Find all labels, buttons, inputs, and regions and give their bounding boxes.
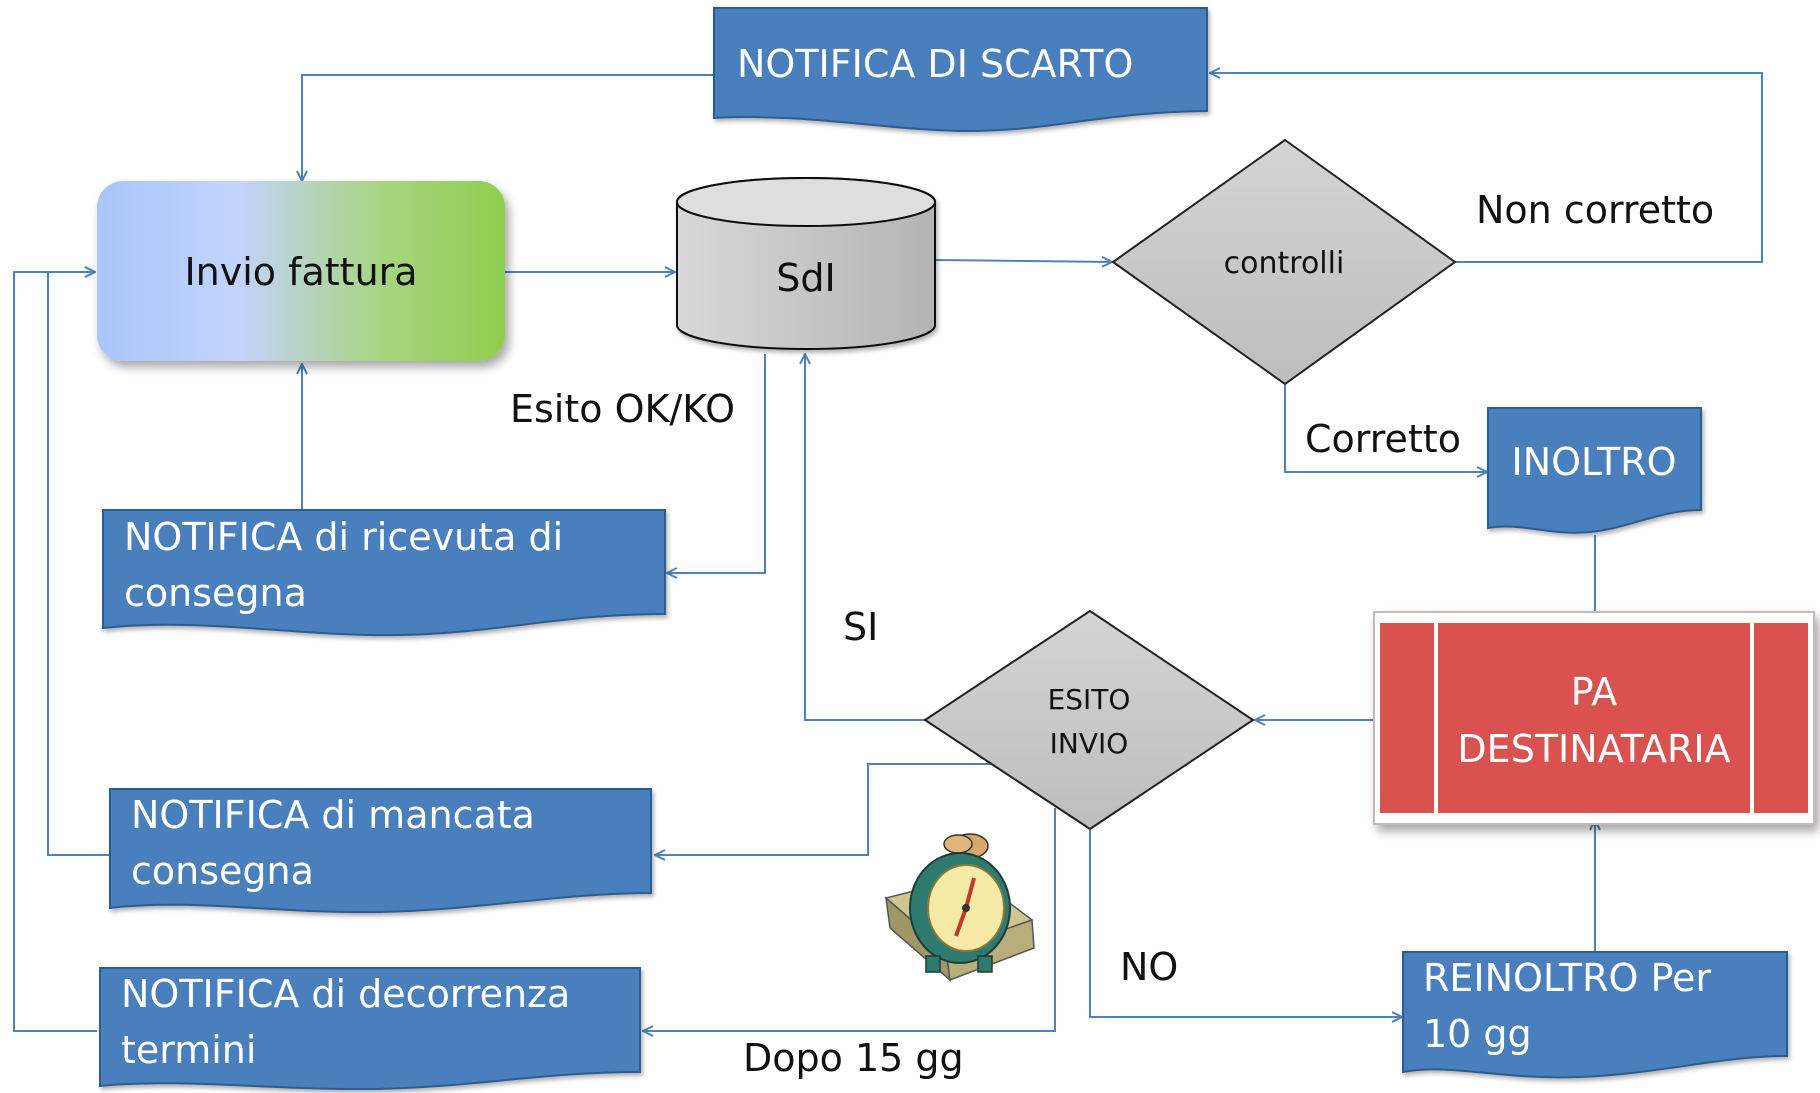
si-label: SI [843, 605, 878, 649]
invio-fattura-box: Invio fattura [97, 181, 505, 361]
esito-invio-line2: INVIO [1050, 727, 1129, 760]
notifica-ricevuta-document: NOTIFICA di ricevuta di consegna [102, 509, 666, 637]
invio-fattura-label: Invio fattura [184, 250, 417, 294]
esito-invio-decision: ESITO INVIO [923, 609, 1255, 831]
sdi-label: SdI [776, 256, 835, 300]
notifica-mancata-line1: NOTIFICA di mancata [131, 793, 535, 837]
connector-esito-to-reinoltro [1089, 830, 1402, 1017]
connector-controlli-to-inoltro [1284, 385, 1487, 472]
corretto-label: Corretto [1305, 417, 1461, 461]
no-label: NO [1120, 945, 1178, 989]
controlli-label: controlli [1224, 246, 1345, 281]
notifica-decorrenza-line1: NOTIFICA di decorrenza [121, 972, 570, 1016]
reinoltro-line2: 10 gg [1423, 1012, 1532, 1056]
connector-sdi-to-ricevuta [667, 354, 766, 573]
non-corretto-label: Non corretto [1476, 188, 1714, 232]
alarm-clock-icon [884, 833, 1035, 982]
connector-controlli-to-scarto [1210, 73, 1763, 263]
controlli-decision: controlli [1111, 138, 1457, 386]
notifica-ricevuta-line1: NOTIFICA di ricevuta di [124, 515, 563, 559]
reinoltro-line1: REINOLTRO Per [1423, 956, 1711, 1000]
connector-esito-to-mancata [655, 763, 997, 855]
pa-destinataria-process: PA DESTINATARIA [1373, 611, 1815, 825]
connector-esito-to-decorrenza [643, 808, 1056, 1031]
pa-line2: DESTINATARIA [1457, 727, 1730, 771]
esito-invio-line1: ESITO [1048, 683, 1131, 716]
inoltro-document: INOLTRO [1487, 407, 1702, 534]
connector-esito-to-sdi [805, 354, 925, 721]
connector-sdi-to-controlli [934, 260, 1112, 262]
dopo-15-gg-label: Dopo 15 gg [743, 1036, 964, 1080]
sdi-database: SdI [676, 177, 936, 350]
reinoltro-document: REINOLTRO Per 10 gg [1402, 951, 1788, 1079]
notifica-scarto-label: NOTIFICA DI SCARTO [737, 42, 1133, 86]
notifica-decorrenza-line2: termini [121, 1028, 256, 1072]
connector-mancata-to-invio [47, 272, 110, 856]
notifica-scarto-document: NOTIFICA DI SCARTO [713, 7, 1208, 133]
inoltro-label: INOLTRO [1511, 440, 1676, 484]
notifica-mancata-line2: consegna [131, 849, 314, 893]
pa-line1: PA [1571, 670, 1617, 714]
esito-ok-ko-label: Esito OK/KO [510, 387, 735, 431]
notifica-mancata-document: NOTIFICA di mancata consegna [109, 788, 652, 914]
notifica-decorrenza-document: NOTIFICA di decorrenza termini [99, 967, 641, 1091]
connector-decorrenza-to-invio [13, 272, 97, 1032]
connector-scarto-to-invio [302, 74, 713, 181]
notifica-ricevuta-line2: consegna [124, 571, 307, 615]
